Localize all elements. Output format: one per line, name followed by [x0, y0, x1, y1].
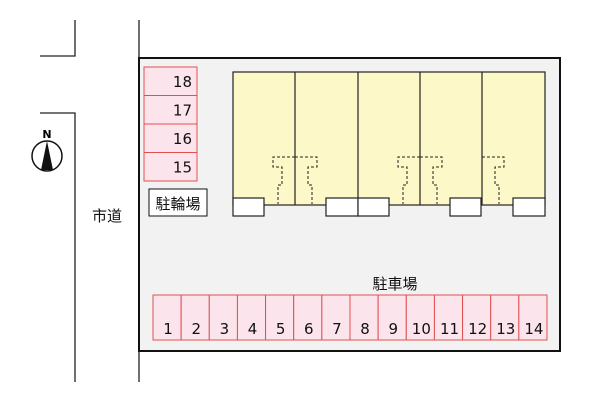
car-slot: 3	[208, 294, 238, 341]
car-slot: 8	[349, 294, 379, 341]
road-lines	[40, 20, 140, 382]
car-slot-number: 2	[191, 320, 201, 338]
building	[232, 71, 546, 217]
compass-label: N	[42, 128, 51, 141]
car-slot-number: 13	[496, 320, 515, 338]
road-label: 市道	[92, 207, 122, 225]
bicycle-slot: 16	[143, 123, 198, 153]
bicycle-slot-number: 18	[173, 73, 192, 91]
entrances	[232, 197, 546, 217]
car-slot: 13	[490, 294, 520, 341]
car-slot-number: 7	[332, 320, 342, 338]
car-slot: 10	[405, 294, 435, 341]
car-slot-number: 10	[412, 320, 431, 338]
car-slot-number: 12	[468, 320, 487, 338]
bicycle-slot-number: 15	[173, 159, 192, 177]
bicycle-parking-box	[148, 188, 208, 217]
car-parking-label: 駐車場	[372, 275, 417, 293]
bicycle-slot-number: 16	[173, 130, 192, 148]
car-slot-number: 14	[524, 320, 543, 338]
car-slot: 1	[152, 294, 182, 341]
car-slot-number: 9	[388, 320, 398, 338]
north-compass-icon: N	[31, 128, 63, 172]
bicycle-slot: 18	[143, 66, 198, 96]
car-slot: 9	[377, 294, 407, 341]
bicycle-slot-number: 17	[173, 102, 192, 120]
bicycle-slot: 15	[143, 152, 198, 182]
car-slot-number: 11	[440, 320, 459, 338]
car-slot: 14	[518, 294, 548, 341]
car-slot: 12	[462, 294, 492, 341]
car-slot-number: 4	[248, 320, 258, 338]
car-slot-number: 6	[304, 320, 314, 338]
bicycle-parking-label: 駐輪場	[155, 195, 200, 213]
car-slot: 4	[236, 294, 267, 341]
car-slot: 11	[433, 294, 464, 341]
bicycle-slots: 18 17 16 15	[143, 66, 198, 182]
car-slot-number: 1	[163, 320, 173, 338]
unit-stairs	[272, 156, 505, 204]
car-slot-number: 3	[220, 320, 230, 338]
car-slot-number: 5	[276, 320, 286, 338]
car-slot: 6	[293, 294, 323, 341]
bicycle-slot: 17	[143, 95, 198, 125]
car-slot-number: 8	[360, 320, 370, 338]
car-slot: 2	[180, 294, 210, 341]
car-slot: 7	[321, 294, 351, 341]
car-slot: 5	[265, 294, 295, 341]
